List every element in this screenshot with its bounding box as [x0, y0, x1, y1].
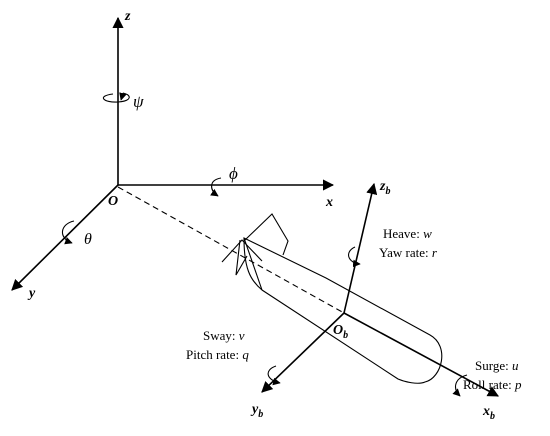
y-axis-label: y	[27, 286, 36, 301]
hull-outline	[243, 237, 443, 384]
origin-label: O	[108, 194, 118, 209]
underwater-vehicle-body	[221, 213, 443, 384]
z-axis-label: z	[124, 9, 131, 24]
body-x-axis	[343, 312, 499, 397]
body-y-axis	[261, 312, 345, 393]
phi-label: ϕ	[229, 164, 238, 183]
yb-axis-label: yb	[250, 402, 263, 420]
roll-rate-label: Roll rate: p	[463, 377, 522, 392]
x-axis-label: x	[325, 195, 333, 210]
psi-rotation-arrow-icon	[102, 92, 130, 103]
surge-label: Surge: u	[475, 358, 519, 373]
top-fin	[244, 213, 289, 256]
pitch-rotation-arrow-icon	[267, 365, 281, 386]
psi-label: ψ	[133, 92, 144, 111]
zb-axis-label: zb	[379, 179, 390, 197]
roll-rotation-arrow-icon	[452, 374, 468, 397]
yaw-rotation-arrow-icon	[348, 246, 361, 268]
heave-label: Heave: w	[383, 226, 432, 241]
body-z-axis	[343, 182, 378, 314]
theta-label: θ	[84, 231, 92, 248]
phi-rotation-arrow-icon	[210, 177, 222, 197]
theta-rotation-arrow-icon	[61, 220, 75, 245]
pitch-rate-label: Pitch rate: q	[186, 347, 249, 362]
position-vector-line	[117, 186, 345, 314]
tail-cone-line	[243, 237, 263, 291]
lower-left-fin	[235, 239, 248, 276]
xb-axis-label: xb	[482, 404, 495, 422]
inertial-y-axis	[11, 184, 119, 291]
yaw-rate-label: Yaw rate: r	[379, 245, 438, 260]
sway-label: Sway: v	[203, 328, 245, 343]
body-origin-label: Ob	[333, 323, 348, 341]
upper-left-fin	[221, 239, 263, 263]
